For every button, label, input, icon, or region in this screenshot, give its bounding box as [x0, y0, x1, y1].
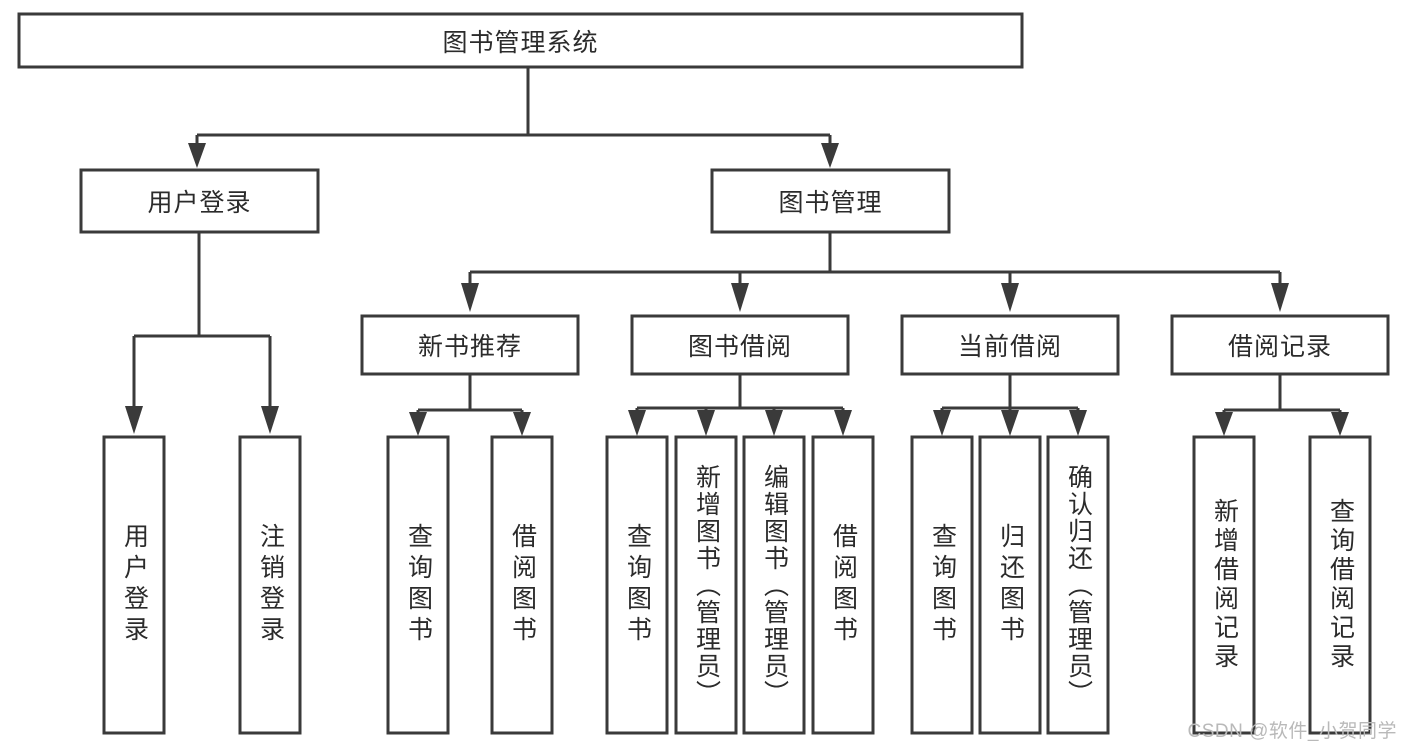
node-leaf-br-query-record-box[interactable] [1308, 435, 1372, 735]
arrow-user-login-leaf-1 [125, 406, 143, 434]
node-leaf-bb-borrow-book-box[interactable] [811, 435, 875, 735]
node-borrow-record-box[interactable] [1170, 314, 1390, 376]
node-leaf-bb-edit-book-box[interactable] [742, 435, 806, 735]
node-leaf-cb-query-book-box[interactable] [910, 435, 974, 735]
node-leaf-br-add-record-box[interactable] [1192, 435, 1256, 735]
node-leaf-cb-confirm-return-box[interactable] [1046, 435, 1110, 735]
node-leaf-bb-add-book-box[interactable] [674, 435, 738, 735]
node-leaf-logout-box[interactable] [238, 435, 302, 735]
arrow-root-to-book-manage [821, 143, 839, 168]
arrow-nbr-leaf-2 [513, 412, 531, 436]
node-book-manage-box[interactable] [710, 168, 951, 234]
arrow-br-leaf-1 [1215, 412, 1233, 436]
node-leaf-nbr-borrow-book-box[interactable] [490, 435, 554, 735]
arrow-bb-leaf-1 [628, 410, 646, 436]
arrow-bb-leaf-2 [697, 410, 715, 436]
arrow-bm-to-book-borrow [731, 283, 749, 312]
node-leaf-user-login-box[interactable] [102, 435, 166, 735]
node-new-book-recommend-box[interactable] [360, 314, 580, 376]
node-user-login-box[interactable] [79, 168, 320, 234]
node-leaf-nbr-query-book-box[interactable] [386, 435, 450, 735]
arrow-bb-leaf-4 [834, 410, 852, 436]
arrow-nbr-leaf-1 [409, 412, 427, 436]
arrow-cb-leaf-3 [1069, 410, 1087, 436]
arrow-br-leaf-2 [1331, 412, 1349, 436]
node-book-borrow-box[interactable] [630, 314, 850, 376]
node-root-box[interactable] [17, 12, 1024, 69]
arrow-bm-to-new-book [461, 283, 479, 312]
node-current-borrow-box[interactable] [900, 314, 1120, 376]
arrow-bm-to-borrow-record [1271, 283, 1289, 312]
arrow-bb-leaf-3 [765, 410, 783, 436]
node-leaf-cb-return-book-box[interactable] [978, 435, 1042, 735]
arrow-cb-leaf-2 [1001, 410, 1019, 436]
arrow-user-login-leaf-2 [261, 406, 279, 434]
node-leaf-bb-query-book-box[interactable] [605, 435, 669, 735]
arrow-bm-to-current-borrow [1001, 283, 1019, 312]
arrow-root-to-user-login [188, 143, 206, 168]
arrow-cb-leaf-1 [933, 410, 951, 436]
